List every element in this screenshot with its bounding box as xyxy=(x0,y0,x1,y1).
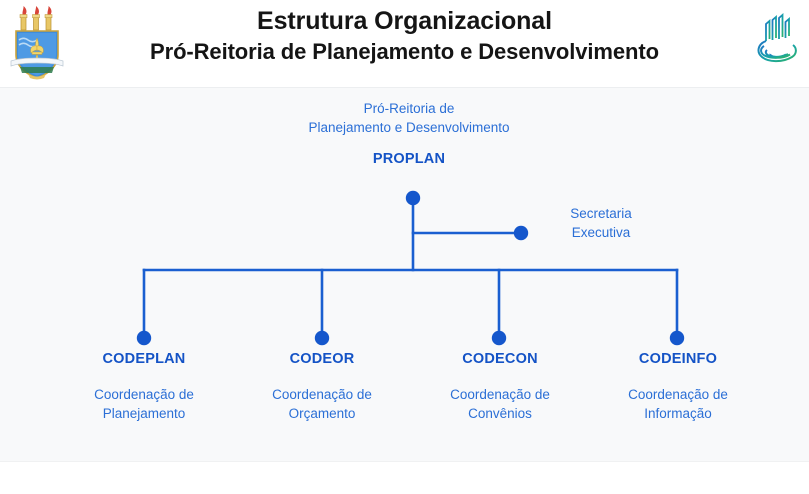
org-node-codecon-line2: Convênios xyxy=(468,406,532,421)
org-node-codecon-line1: Coordenação de xyxy=(450,387,550,402)
org-node-codeor-line2: Orçamento xyxy=(288,406,356,421)
org-node-proplan-description: Pró-Reitoria de Planejamento e Desenvolv… xyxy=(259,99,559,137)
node-dot-codecon xyxy=(491,330,507,346)
org-node-codeinfo-code: CODEINFO xyxy=(638,351,718,367)
org-chart-node-dots xyxy=(136,190,685,346)
org-node-secretaria-executiva-description: Secretaria Executiva xyxy=(538,204,664,242)
institutional-gradient-logo xyxy=(752,10,800,72)
org-chart-connectors xyxy=(136,190,685,346)
org-node-codeor-description: Coordenação de Orçamento xyxy=(232,385,412,423)
org-node-proplan[interactable]: Pró-Reitoria de Planejamento e Desenvolv… xyxy=(259,99,559,169)
org-chart-canvas: Pró-Reitoria de Planejamento e Desenvolv… xyxy=(0,88,809,462)
org-node-codeplan[interactable]: CODEPLAN Coordenação de Planejamento xyxy=(54,350,234,423)
org-node-codeplan-line1: Coordenação de xyxy=(94,387,194,402)
page-title: Estrutura Organizacional xyxy=(257,7,552,35)
org-node-codeplan-line2: Planejamento xyxy=(102,406,186,421)
page-header: Estrutura Organizacional Pró-Reitoria de… xyxy=(0,0,809,88)
node-dot-codeinfo xyxy=(669,330,685,346)
org-node-codecon[interactable]: CODECON Coordenação de Convênios xyxy=(410,350,590,423)
org-node-codeor-code: CODEOR xyxy=(289,351,355,367)
node-dot-secretaria-executiva xyxy=(513,225,529,241)
org-node-codeinfo-line1: Coordenação de xyxy=(628,387,728,402)
header-title-block: Estrutura Organizacional Pró-Reitoria de… xyxy=(110,6,699,67)
org-node-codeor[interactable]: CODEOR Coordenação de Orçamento xyxy=(232,350,412,423)
org-node-codeor-line1: Coordenação de xyxy=(272,387,372,402)
university-coat-of-arms-logo xyxy=(8,5,66,83)
org-node-codecon-code: CODECON xyxy=(462,351,538,367)
org-node-codeinfo-description: Coordenação de Informação xyxy=(588,385,768,423)
org-node-proplan-code: PROPLAN xyxy=(372,151,446,167)
node-dot-codeplan xyxy=(136,330,152,346)
org-node-codeplan-code: CODEPLAN xyxy=(102,351,186,367)
page-subtitle: Pró-Reitoria de Planejamento e Desenvolv… xyxy=(150,39,659,64)
node-dot-proplan xyxy=(405,190,421,206)
org-node-secretaria-executiva[interactable]: Secretaria Executiva xyxy=(538,204,664,242)
org-node-codeinfo-line2: Informação xyxy=(644,406,712,421)
org-node-codeinfo[interactable]: CODEINFO Coordenação de Informação xyxy=(588,350,768,423)
org-node-proplan-description-line1: Pró-Reitoria de xyxy=(363,101,455,116)
page-footer xyxy=(0,462,809,494)
org-node-proplan-description-line2: Planejamento e Desenvolvimento xyxy=(308,120,510,135)
org-node-secretaria-executiva-line1: Secretaria xyxy=(570,206,632,221)
node-dot-codeor xyxy=(314,330,330,346)
org-node-secretaria-executiva-line2: Executiva xyxy=(571,225,631,240)
org-node-codecon-description: Coordenação de Convênios xyxy=(410,385,590,423)
org-node-codeplan-description: Coordenação de Planejamento xyxy=(54,385,234,423)
